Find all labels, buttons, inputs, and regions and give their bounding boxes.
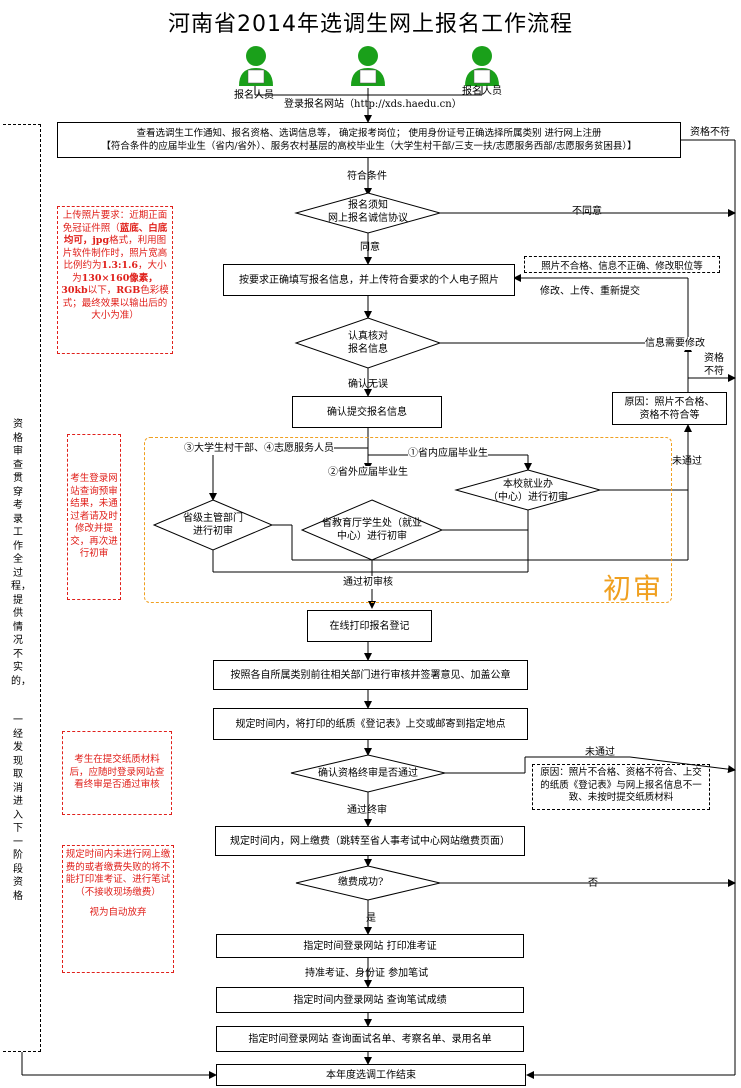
d4-line2: 进行初审 [193, 526, 233, 537]
d1-line1: 报名须知 [348, 200, 388, 211]
diamond-verify [294, 317, 442, 369]
photo-note-p8: 以下， [87, 285, 117, 296]
d3-line2: （中心）进行初审 [488, 492, 568, 503]
person-icon [348, 44, 388, 86]
page-title: 河南省2014年选调生网上报名工作流程 [168, 12, 573, 37]
photo-note-p9: RGB [116, 285, 141, 296]
d4-line1: 省级主管部门 [183, 513, 243, 524]
end-box: 本年度选调工作结束 [216, 1064, 526, 1086]
school-review-text: 本校就业办 （中心）进行初审 [478, 478, 578, 504]
photo-note-p5: 1.3:1.6 [101, 260, 139, 271]
login-check-note: 考生登录网站查询预审结果，未通过者请及时修改并提交，再次进行初审 [67, 434, 121, 600]
photo-note-p10: 色彩模式；最终效果以输出后的大小为准） [62, 285, 169, 321]
d3-line1: 本校就业办 [503, 479, 553, 490]
diamond-final-review [290, 754, 446, 793]
photo-note-p1: 上传照片要求：近期正面免冠证件照（ [62, 210, 168, 234]
pass-final-label: 通过终审 [347, 805, 387, 816]
final-review-text: 确认资格终审是否通过 [318, 768, 418, 779]
submit-info-box: 确认提交报名信息 [292, 396, 442, 428]
photo-note-p7: 130×160像素，30kb [61, 272, 158, 297]
provincial-review-text: 省级主管部门 进行初审 [170, 512, 256, 538]
notice-line1: 查看选调生工作通知、报名资格、选调信息等， 确定报考岗位； 使用身份证号正确选择… [136, 128, 602, 139]
qual-not-met2-label: 资格 不符 [704, 352, 724, 378]
not-passed2-label: 未通过 [585, 747, 615, 758]
fill-info-box: 按要求正确填写报名信息，并上传符合要求的个人电子照片 [223, 264, 515, 296]
reason-line1: 原因：照片不合格、 [624, 396, 715, 408]
vertical-text-block: 资格审查贯穿考录工作全过程，提供情况不实的， [11, 419, 31, 687]
meets-label: 符合条件 [347, 171, 387, 182]
person-label: 报名人员 [234, 90, 274, 101]
qual-not-met-label: 资格不符 [690, 127, 730, 138]
d2-line1: 认真核对 [348, 331, 388, 342]
category-2-label: ②省外应届毕业生 [328, 466, 408, 479]
d2-line2: 报名信息 [348, 344, 388, 355]
agreement-diamond-text: 报名须知 网上报名诚信协议 [326, 199, 410, 225]
vertical-text-block: 一经发现取消进入下一阶段资格 [13, 715, 23, 902]
payment-diamond-text: 缴费成功? [338, 877, 384, 888]
photo-note-p3: jpg [92, 235, 110, 246]
not-passed-label: 未通过 [672, 456, 702, 467]
q2-line1: 资格 [704, 353, 724, 364]
pass-first-label: 通过初审核 [343, 576, 393, 589]
d1-line2: 网上报名诚信协议 [328, 213, 408, 224]
diamond-school-review [454, 469, 602, 511]
photo-note-p2: 蓝底、白底均可， [63, 222, 168, 247]
agree-label: 同意 [360, 242, 380, 253]
no-label: 否 [588, 878, 598, 889]
yes-label: 是 [366, 913, 376, 924]
final-reason-box: 原因：照片不合格、资格不符合、上交的纸质《登记表》与网上报名信息不一致、未按时提… [532, 764, 710, 810]
photo-reasons-box: 照片不合格、信息不正确、修改职位等 [524, 256, 720, 273]
person-label: 报名人员 [462, 86, 502, 97]
edu-review-text: 省教育厅学生处（就业 中心）进行初审 [312, 517, 432, 543]
bring-docs-label: 持准考证、身份证 参加笔试 [305, 968, 429, 979]
print-register-box: 在线打印报名登记 [307, 610, 432, 642]
pay-warn-text: 规定时间内未进行网上缴费的或者缴费失败的将不能打印准考证、进行笔试（不接收现场缴… [65, 849, 171, 898]
photo-note-p6: ，大小为 [72, 260, 167, 284]
photo-requirements-note: 上传照片要求：近期正面免冠证件照（蓝底、白底均可，jpg格式，利用图片软件制作时… [57, 206, 173, 354]
category-1-label: ①省内应届毕业生 [408, 447, 488, 460]
login-site-label: 登录报名网站（http://xds.haedu.cn） [284, 99, 462, 110]
person-icon [462, 44, 502, 86]
diamond-payment [295, 865, 441, 901]
diamond-agreement [294, 192, 442, 234]
check-score-box: 指定时间内登录网站 查询笔试成绩 [216, 987, 524, 1013]
check-list-box: 指定时间登录网站 查询面试名单、考察名单、录用名单 [216, 1026, 524, 1052]
notice-box: 查看选调生工作通知、报名资格、选调信息等， 确定报考岗位； 使用身份证号正确选择… [57, 122, 681, 158]
q2-line2: 不符 [704, 366, 724, 377]
confirm-ok-label: 确认无误 [348, 379, 388, 390]
d5-line2: 中心）进行初审 [337, 531, 407, 542]
reason-line2: 资格不符合等 [639, 409, 700, 421]
pay-warn2-text: 视为自动放弃 [89, 907, 147, 918]
diamond-provincial-review [152, 499, 274, 551]
left-bracket [3, 124, 41, 1052]
first-review-label: 初审 [603, 572, 664, 605]
verify-diamond-text: 认真核对 报名信息 [330, 330, 406, 356]
submit-paper-box: 规定时间内，将打印的纸质《登记表》上交或邮寄到指定地点 [213, 708, 528, 740]
category-3-4-label: ③大学生村干部、④志愿服务人员 [184, 442, 334, 455]
payment-box: 规定时间内，网上缴费（跳转至省人事考试中心网站缴费页面） [215, 826, 525, 856]
sign-seal-box: 按照各自所属类别前往相关部门进行审核并签署意见、加盖公章 [213, 660, 528, 690]
d5-line1: 省教育厅学生处（就业 [322, 518, 422, 529]
left-vertical-note: 资格审查贯穿考录工作全过程，提供情况不实的， 一经发现取消进入下一阶段资格 [8, 418, 31, 903]
diamond-edu-review [300, 499, 444, 561]
info-modify-label: 信息需要修改 [645, 337, 705, 350]
disagree-label: 不同意 [572, 206, 602, 217]
payment-warning-note: 规定时间内未进行网上缴费的或者缴费失败的将不能打印准考证、进行笔试（不接收现场缴… [62, 845, 174, 973]
paper-check-note: 考生在提交纸质材料后，应随时登录网站查看终审是否通过审核 [62, 731, 172, 815]
person-icon [236, 44, 276, 86]
notice-line2: 【符合条件的应届毕业生（省内/省外）、服务农村基层的高校毕业生（大学生村干部/三… [101, 141, 637, 152]
first-review-group [144, 437, 672, 603]
photo-note-p4: 格式，利用图片软件制作时，照片宽高比例约为 [62, 235, 168, 271]
print-ticket-box: 指定时间登录网站 打印准考证 [216, 934, 524, 958]
modify-upload-label: 修改、上传、重新提交 [540, 286, 640, 297]
reason-box: 原因：照片不合格、 资格不符合等 [612, 392, 727, 425]
